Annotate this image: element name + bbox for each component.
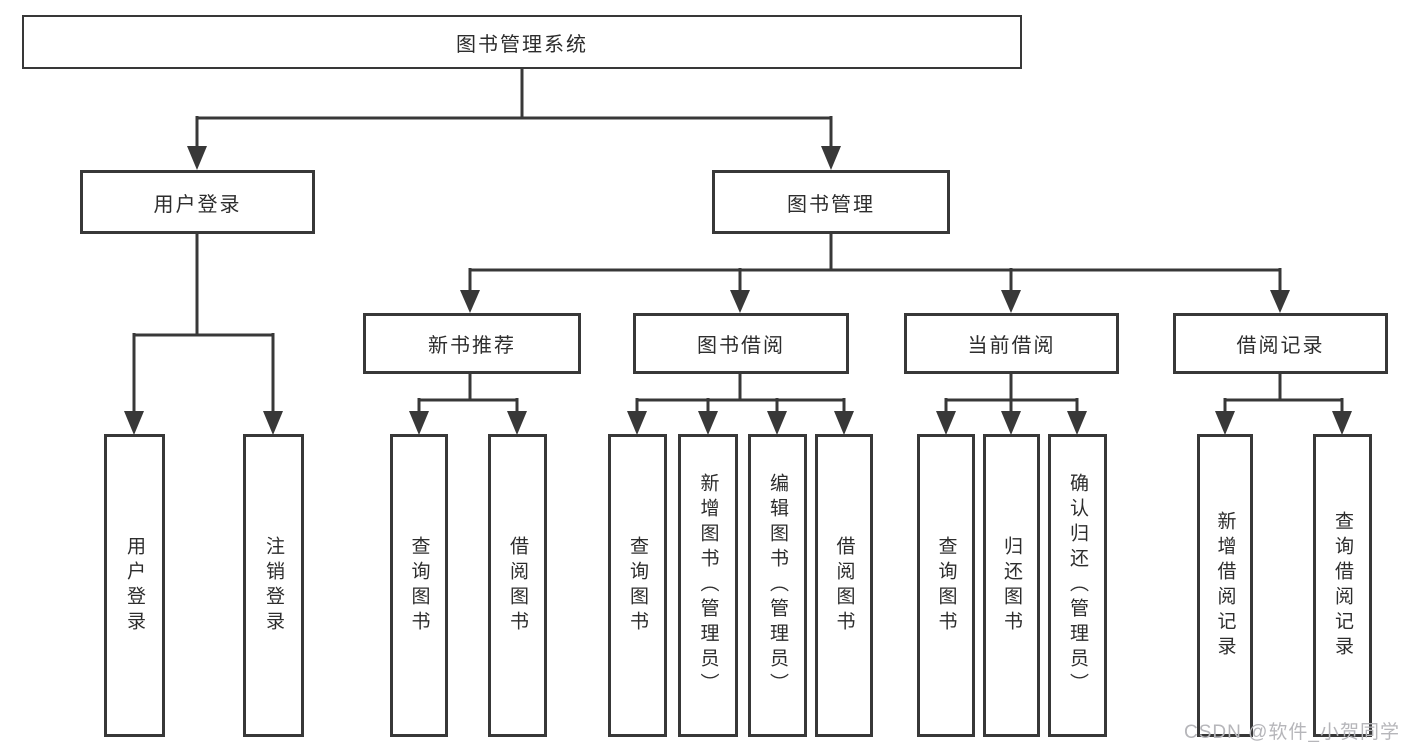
- arrowhead-icon: [124, 411, 144, 435]
- connector-root-to-level1: [195, 68, 833, 150]
- leaf-return-books-label: 归还图书: [1001, 535, 1022, 636]
- connector-borrowing-records-to-leaves: [1223, 374, 1344, 416]
- leaf-edit-book-admin: 编辑图书（管理员）: [748, 434, 807, 737]
- node-borrowing-records: 借阅记录: [1173, 313, 1388, 374]
- arrowhead-icon: [460, 290, 480, 313]
- node-current-borrowing-label: 当前借阅: [967, 335, 1056, 357]
- leaf-query-books-recommend-label: 查询图书: [408, 535, 430, 636]
- arrowhead-icon: [936, 411, 956, 435]
- connector-book-management-to-level2: [468, 233, 1282, 294]
- leaf-query-books-borrowing-label: 查询图书: [627, 535, 648, 636]
- node-book-management-label: 图书管理: [787, 193, 875, 216]
- arrowhead-icon: [767, 411, 787, 435]
- leaf-user-login: 用户登录: [104, 434, 165, 737]
- leaf-borrow-books-borrowing: 借阅图书: [815, 434, 873, 737]
- node-borrowing-records-label: 借阅记录: [1236, 335, 1325, 357]
- arrowhead-icon: [834, 411, 854, 435]
- node-book-management: 图书管理: [712, 170, 950, 234]
- leaf-add-book-admin-label: 新增图书（管理员）: [697, 473, 719, 698]
- leaf-confirm-return-admin-label: 确认归还（管理员）: [1067, 473, 1088, 698]
- arrowhead-icon: [821, 146, 841, 170]
- node-book-borrowing: 图书借阅: [633, 313, 849, 374]
- arrowhead-icon: [263, 411, 283, 435]
- leaf-borrow-books-borrowing-label: 借阅图书: [833, 535, 855, 636]
- leaf-query-books-borrowing: 查询图书: [608, 434, 667, 737]
- node-root: 图书管理系统: [22, 15, 1022, 69]
- leaf-borrow-books-recommend: 借阅图书: [488, 434, 547, 737]
- leaf-borrow-books-recommend-label: 借阅图书: [507, 535, 528, 636]
- leaf-query-borrow-record-label: 查询借阅记录: [1332, 510, 1353, 661]
- arrowhead-icon: [698, 411, 718, 435]
- leaf-query-borrow-record: 查询借阅记录: [1313, 434, 1372, 737]
- leaf-add-borrow-record: 新增借阅记录: [1197, 434, 1253, 737]
- leaf-logout-label: 注销登录: [263, 535, 284, 636]
- arrowhead-icon: [409, 411, 429, 435]
- leaf-add-book-admin: 新增图书（管理员）: [678, 434, 738, 737]
- arrowhead-icon: [1215, 411, 1235, 435]
- arrowhead-icon: [507, 411, 527, 435]
- leaf-return-books: 归还图书: [983, 434, 1040, 737]
- connector-current-borrowing-to-leaves: [944, 374, 1079, 416]
- leaf-edit-book-admin-label: 编辑图书（管理员）: [767, 473, 788, 698]
- node-user-login: 用户登录: [80, 170, 315, 234]
- leaf-query-books-recommend: 查询图书: [390, 434, 448, 737]
- leaf-add-borrow-record-label: 新增借阅记录: [1214, 510, 1236, 661]
- node-user-login-label: 用户登录: [153, 193, 242, 216]
- arrowhead-icon: [187, 146, 207, 170]
- node-current-borrowing: 当前借阅: [904, 313, 1119, 374]
- arrowhead-icon: [627, 411, 647, 435]
- connector-book-borrowing-to-leaves: [635, 374, 846, 416]
- node-root-label: 图书管理系统: [456, 33, 588, 56]
- arrowhead-icon: [730, 290, 750, 313]
- arrowhead-icon: [1001, 290, 1021, 313]
- node-new-book-recommend: 新书推荐: [363, 313, 581, 374]
- leaf-query-books-current-label: 查询图书: [935, 535, 957, 636]
- connector-user-login-to-leaves: [132, 233, 275, 416]
- node-book-borrowing-label: 图书借阅: [697, 335, 785, 357]
- node-new-book-recommend-label: 新书推荐: [428, 335, 516, 357]
- leaf-confirm-return-admin: 确认归还（管理员）: [1048, 434, 1107, 737]
- arrowheads: [124, 146, 1352, 435]
- csdn-watermark: CSDN @软件_小贺同学: [1184, 722, 1400, 743]
- leaf-query-books-current: 查询图书: [917, 434, 975, 737]
- leaf-user-login-label: 用户登录: [124, 535, 145, 636]
- arrowhead-icon: [1270, 290, 1290, 313]
- leaf-logout: 注销登录: [243, 434, 304, 737]
- arrowhead-icon: [1001, 411, 1021, 435]
- connector-new-book-recommend-to-leaves: [417, 374, 519, 416]
- arrowhead-icon: [1332, 411, 1352, 435]
- arrowhead-icon: [1067, 411, 1087, 435]
